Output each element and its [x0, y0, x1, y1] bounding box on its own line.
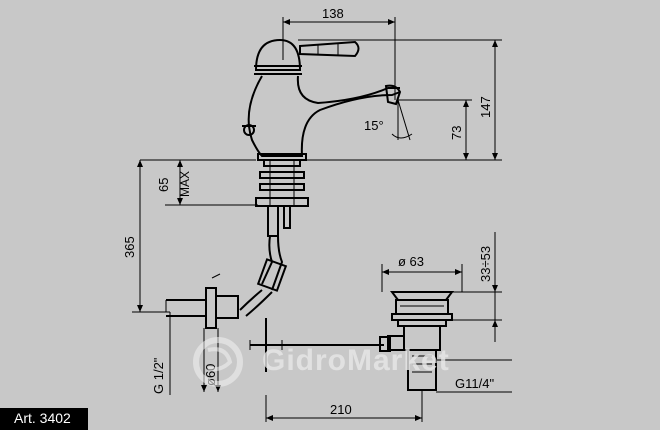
dim-138-label: 138 — [322, 6, 344, 21]
watermark-logo — [193, 337, 243, 387]
mounting-assembly — [166, 159, 309, 329]
watermark-text: GidroMarket — [262, 344, 450, 377]
waste-thread-label: G11/4" — [455, 376, 494, 391]
dimension-65-max: 65 MAX — [140, 159, 258, 206]
article-label: Art. 3402 — [14, 410, 71, 426]
dim-65-label: 65 — [156, 178, 171, 192]
dimension-210: 210 — [265, 390, 423, 422]
angle-label: 15° — [364, 118, 384, 133]
angle-15: 15° — [364, 99, 413, 141]
article-box — [0, 408, 88, 430]
waste-assembly: ø 63 33÷53 G11/4" — [381, 232, 512, 393]
dimension-147: 147 — [298, 39, 502, 161]
waste-diameter-label: ø 63 — [398, 254, 424, 269]
dimension-138: 138 — [282, 6, 396, 100]
article-number: 3402 — [39, 410, 71, 426]
dimension-73: 73 — [398, 99, 472, 160]
dimension-g12: G 1/2" — [151, 300, 171, 395]
faucet-body — [242, 38, 402, 161]
dim-365-label: 365 — [122, 236, 137, 258]
dimension-365: 365 — [122, 160, 170, 313]
dim-max-label: MAX — [178, 171, 192, 197]
waste-adjust-label: 33÷53 — [478, 246, 493, 282]
article-prefix: Art. — [14, 410, 36, 426]
thread-inlet-label: G 1/2" — [151, 357, 166, 394]
dim-147-label: 147 — [478, 96, 493, 118]
popup-rod — [249, 318, 391, 372]
dim-73-label: 73 — [449, 126, 464, 140]
dim-210-label: 210 — [330, 402, 352, 417]
